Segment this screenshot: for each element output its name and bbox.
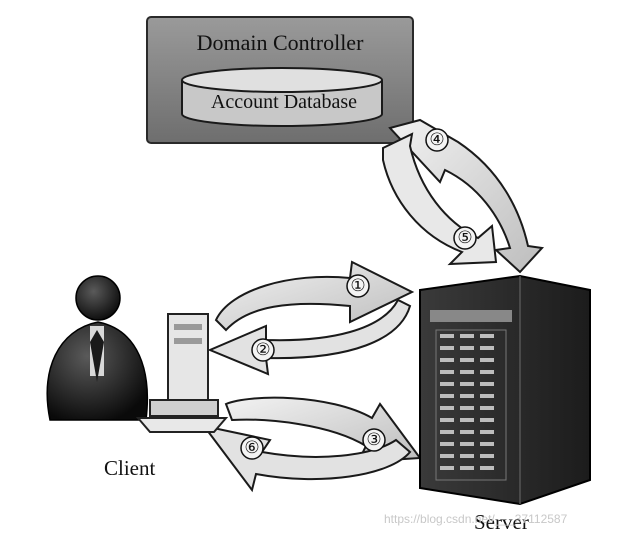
server-drive-bays [440,334,494,470]
account-database-label: Account Database [211,91,357,113]
client-person-icon [46,275,149,421]
step-1-badge [346,274,370,298]
arrow-step-4 [388,118,545,274]
arrow-step-5 [382,132,498,266]
domain-controller-title: Domain Controller [197,30,364,55]
step-2-label: ② [255,340,270,360]
step-5-label: ⑤ [457,228,472,248]
client-computer-icon [135,313,229,433]
watermark: https://blog.csdn.net/___37112587 [384,512,568,526]
step-3-badge [362,428,386,452]
step-3-label: ③ [366,430,381,450]
step-4-badge [425,128,449,152]
server-label: Server [474,510,529,534]
step-5-badge [453,226,477,250]
domain-controller: Domain Controller Account Database [146,16,414,144]
step-2-badge [251,338,275,362]
client-label: Client [104,456,156,480]
step-6-label: ⑥ [244,438,259,458]
step-4-label: ④ [429,130,444,150]
account-database-icon: Account Database [181,67,383,127]
step-6-badge [240,436,264,460]
step-1-label: ① [350,276,365,296]
server-icon [419,274,591,506]
